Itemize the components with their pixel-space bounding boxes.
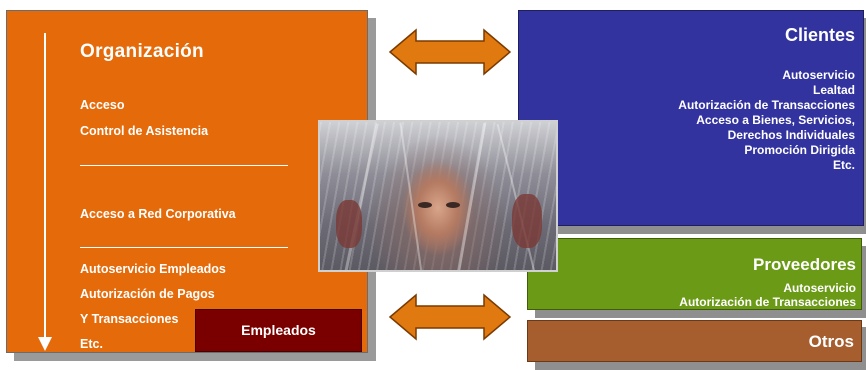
proveedores-item: Autoservicio xyxy=(783,281,856,295)
org-item-acceso-red: Acceso a Red Corporativa xyxy=(80,207,236,221)
org-item-autorizacion-pagos: Autorización de Pagos xyxy=(80,287,215,301)
empleados-box: Empleados xyxy=(195,309,362,352)
clientes-title: Clientes xyxy=(784,25,855,45)
down-arrow-icon xyxy=(38,337,52,351)
clientes-item: Autorización de Transacciones xyxy=(678,98,855,112)
clientes-item: Etc. xyxy=(832,158,855,172)
org-item-etc: Etc. xyxy=(80,337,103,351)
clientes-item: Lealtad xyxy=(812,83,855,97)
double-arrow-top-icon xyxy=(388,28,512,76)
proveedores-title: Proveedores xyxy=(753,255,856,274)
proveedores-box: Proveedores Autoservicio Autorización de… xyxy=(527,238,862,310)
empleados-label: Empleados xyxy=(241,322,316,338)
proveedores-item: Autorización de Transacciones xyxy=(679,295,856,309)
clientes-item: Autoservicio xyxy=(782,68,855,82)
org-separator-1 xyxy=(80,165,288,166)
clientes-item: Promoción Dirigida xyxy=(744,143,855,157)
double-arrow-bottom-icon xyxy=(388,293,512,341)
clientes-item: Derechos Individuales xyxy=(727,128,855,142)
org-item-transacciones: Y Transacciones xyxy=(80,312,179,326)
otros-title: Otros xyxy=(808,332,854,351)
org-item-autoservicio-empleados: Autoservicio Empleados xyxy=(80,262,226,276)
clientes-box: Clientes Autoservicio Lealtad Autorizaci… xyxy=(518,10,864,226)
clientes-item: Acceso a Bienes, Servicios, xyxy=(696,113,855,127)
org-item-acceso: Acceso xyxy=(80,98,125,112)
organizacion-title: Organización xyxy=(80,41,204,62)
face-collage-photo xyxy=(318,120,558,272)
down-arrow-line xyxy=(44,33,46,345)
otros-box: Otros xyxy=(527,320,862,362)
org-separator-2 xyxy=(80,247,288,248)
org-item-control-asistencia: Control de Asistencia xyxy=(80,124,209,138)
organizacion-box: Organización Acceso Control de Asistenci… xyxy=(6,10,368,353)
